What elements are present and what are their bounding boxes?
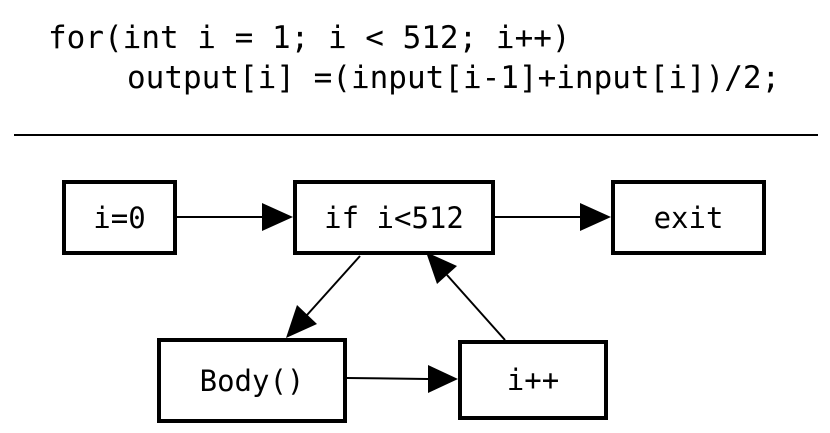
code-line-loop-header: for(int i = 1; i < 512; i++) — [48, 20, 571, 56]
edge-body-to-increment — [346, 365, 458, 393]
edge-condition-to-exit — [495, 203, 611, 231]
flow-node-condition-label: if i<512 — [324, 200, 464, 235]
edge-condition-to-body — [286, 255, 361, 338]
flow-node-body-label: Body() — [199, 363, 305, 398]
flow-node-init: i=0 — [62, 180, 177, 255]
code-line-loop-body: output[i] =(input[i-1]+input[i])/2; — [127, 60, 781, 96]
edge-init-to-condition — [177, 203, 293, 231]
flow-node-exit: exit — [611, 180, 766, 255]
edge-increment-to-condition — [426, 252, 506, 341]
flow-node-init-label: i=0 — [93, 200, 146, 235]
section-divider — [14, 134, 818, 136]
flow-node-body: Body() — [157, 338, 347, 423]
flow-node-condition: if i<512 — [293, 180, 495, 255]
flow-node-increment-label: i++ — [506, 363, 560, 397]
flow-node-exit-label: exit — [653, 200, 724, 235]
flow-node-increment: i++ — [458, 340, 608, 420]
